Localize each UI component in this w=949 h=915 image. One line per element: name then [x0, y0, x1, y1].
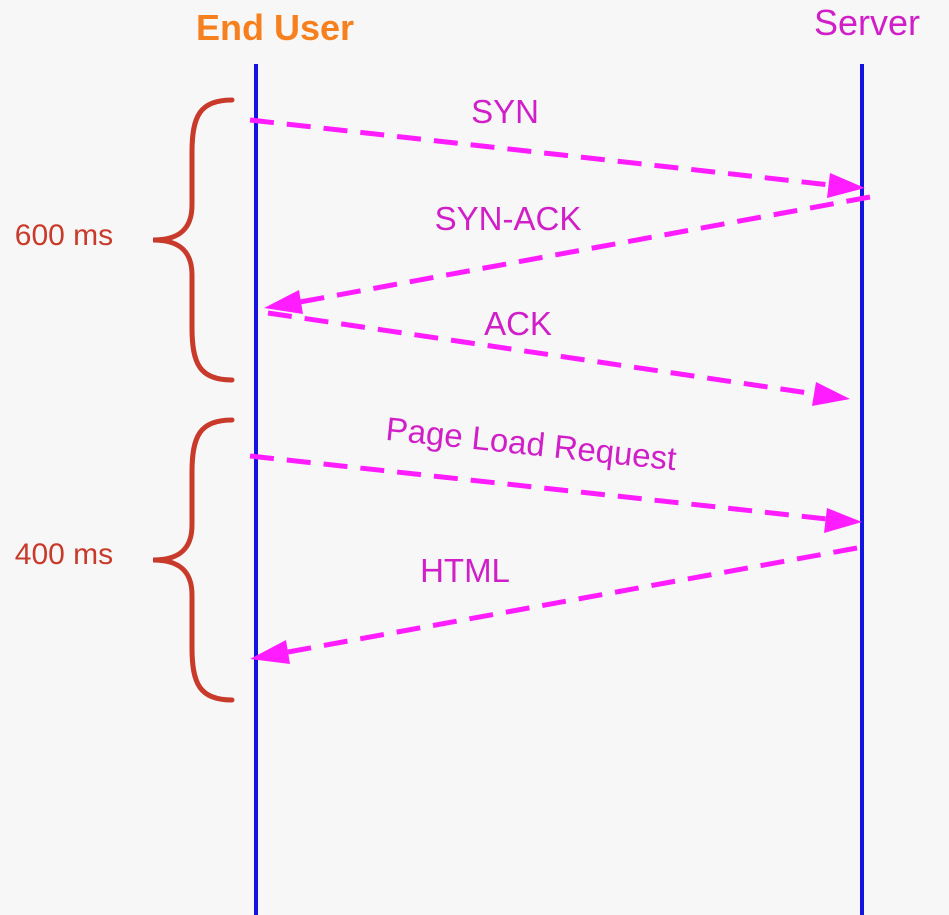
message-syn-ack-label: SYN-ACK [435, 200, 582, 237]
server-title: Server [814, 2, 920, 43]
duration-400ms-brace [152, 417, 235, 703]
message-html-label: HTML [420, 552, 510, 589]
duration-600ms-label: 600 ms [15, 219, 113, 252]
message-syn-arrow [249, 117, 865, 198]
message-ack-label: ACK [484, 305, 552, 342]
end-user-title: End User [196, 7, 354, 48]
duration-400ms-label: 400 ms [15, 538, 113, 571]
message-syn-label: SYN [471, 93, 539, 130]
message-page-load-request-label: Page Load Request [384, 410, 678, 477]
message-syn-ack-arrow [264, 194, 871, 314]
message-html-arrow [250, 545, 858, 664]
duration-600ms-brace [152, 97, 235, 383]
message-ack-arrow [267, 310, 850, 406]
message-page-load-request-arrow [249, 453, 862, 533]
